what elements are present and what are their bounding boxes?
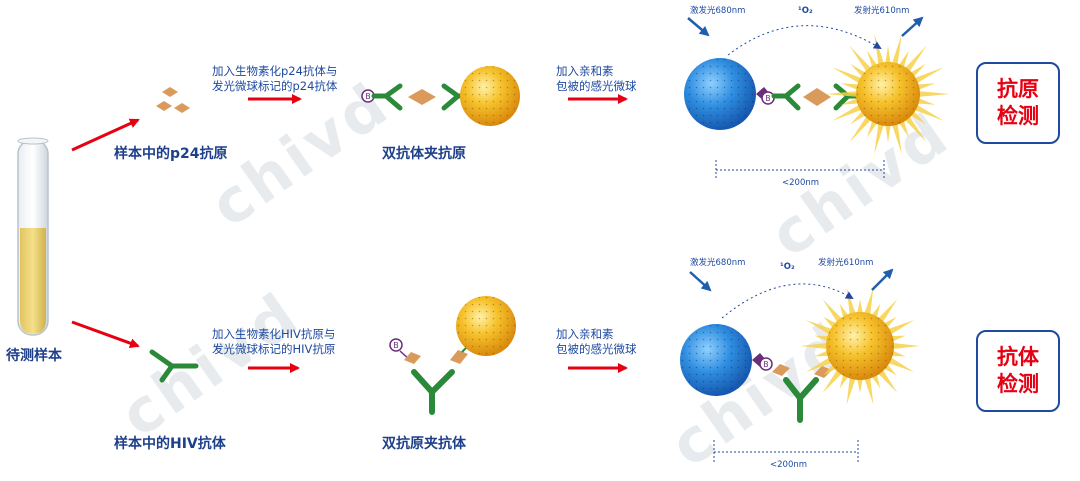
glow-ray <box>822 367 844 393</box>
top-analyte-label: 样本中的p24抗原 <box>114 146 228 162</box>
arrow-tube-to-antigen <box>71 118 140 152</box>
top-excitation-label: 激发光680nm <box>690 6 746 16</box>
bottom-complex-label: 双抗原夹抗体 <box>382 436 466 452</box>
glow-ray <box>863 287 874 318</box>
glow-ray <box>891 120 902 155</box>
glow-ray <box>885 355 915 372</box>
glow-ray <box>902 45 927 75</box>
bottom-singlet-oxygen-label: ¹O₂ <box>780 262 795 272</box>
svg-text:B: B <box>393 341 399 350</box>
glow-ray <box>885 320 915 337</box>
glow-ray <box>832 67 865 85</box>
top-distance-label: <200nm <box>782 178 820 188</box>
glow-ray <box>911 103 944 121</box>
glow-ray <box>832 103 865 121</box>
bottom-emission-label: 发射光610nm <box>818 258 874 268</box>
glow-ray <box>800 342 831 350</box>
glow-ray <box>849 45 874 75</box>
test-tube <box>17 137 49 336</box>
arrow-tube-to-antibody <box>71 320 140 348</box>
top-detection-complex: B <box>684 16 950 180</box>
glow-ray <box>822 299 844 325</box>
p24-antigen-group <box>156 87 190 113</box>
glow-ray <box>876 367 898 393</box>
glow-ray <box>849 113 874 143</box>
glow-ray <box>805 355 835 372</box>
glow-ray <box>876 299 898 325</box>
top-step1-label: 加入生物素化p24抗体与 发光微球标记的p24抗体 <box>212 64 338 93</box>
bottom-step2-label: 加入亲和素 包被的感光微球 <box>556 327 637 356</box>
glow-ray <box>902 113 927 143</box>
glow-ray <box>846 374 857 405</box>
glow-ray <box>884 45 892 67</box>
glow-ray <box>856 299 864 317</box>
glow-ray <box>889 342 920 350</box>
top-step2-label: 加入亲和素 包被的感光微球 <box>556 64 637 93</box>
top-singlet-oxygen-label: ¹O₂ <box>798 6 813 16</box>
antibody-detection-box: 抗体 检测 <box>976 330 1060 412</box>
bottom-distance-label: <200nm <box>770 460 808 470</box>
bottom-excitation-label: 激发光680nm <box>690 258 746 268</box>
top-sandwich-complex: B <box>361 66 520 126</box>
top-emission-label: 发射光610nm <box>854 6 910 16</box>
glow-ray <box>856 375 864 393</box>
bottom-detection-complex: B <box>680 268 920 462</box>
svg-text:B: B <box>763 360 768 369</box>
antigen-detection-box: 抗原 检测 <box>976 62 1060 144</box>
bottom-sandwich-complex: B <box>389 296 516 415</box>
hiv-antibody-sample <box>149 349 199 383</box>
glow-ray <box>863 374 874 405</box>
svg-text:B: B <box>365 92 371 101</box>
glow-ray <box>915 90 950 98</box>
glow-ray <box>884 121 892 143</box>
glow-ray <box>891 33 902 68</box>
top-complex-label: 双抗体夹抗原 <box>382 146 466 162</box>
sample-label: 待测样本 <box>6 348 62 364</box>
glow-ray <box>874 120 885 155</box>
bottom-analyte-label: 样本中的HIV抗体 <box>114 436 226 452</box>
glow-ray <box>911 67 944 85</box>
bottom-step1-label: 加入生物素化HIV抗原与 发光微球标记的HIV抗原 <box>212 327 336 356</box>
glow-ray <box>826 90 861 98</box>
glow-ray <box>805 320 835 337</box>
svg-text:B: B <box>765 94 770 103</box>
